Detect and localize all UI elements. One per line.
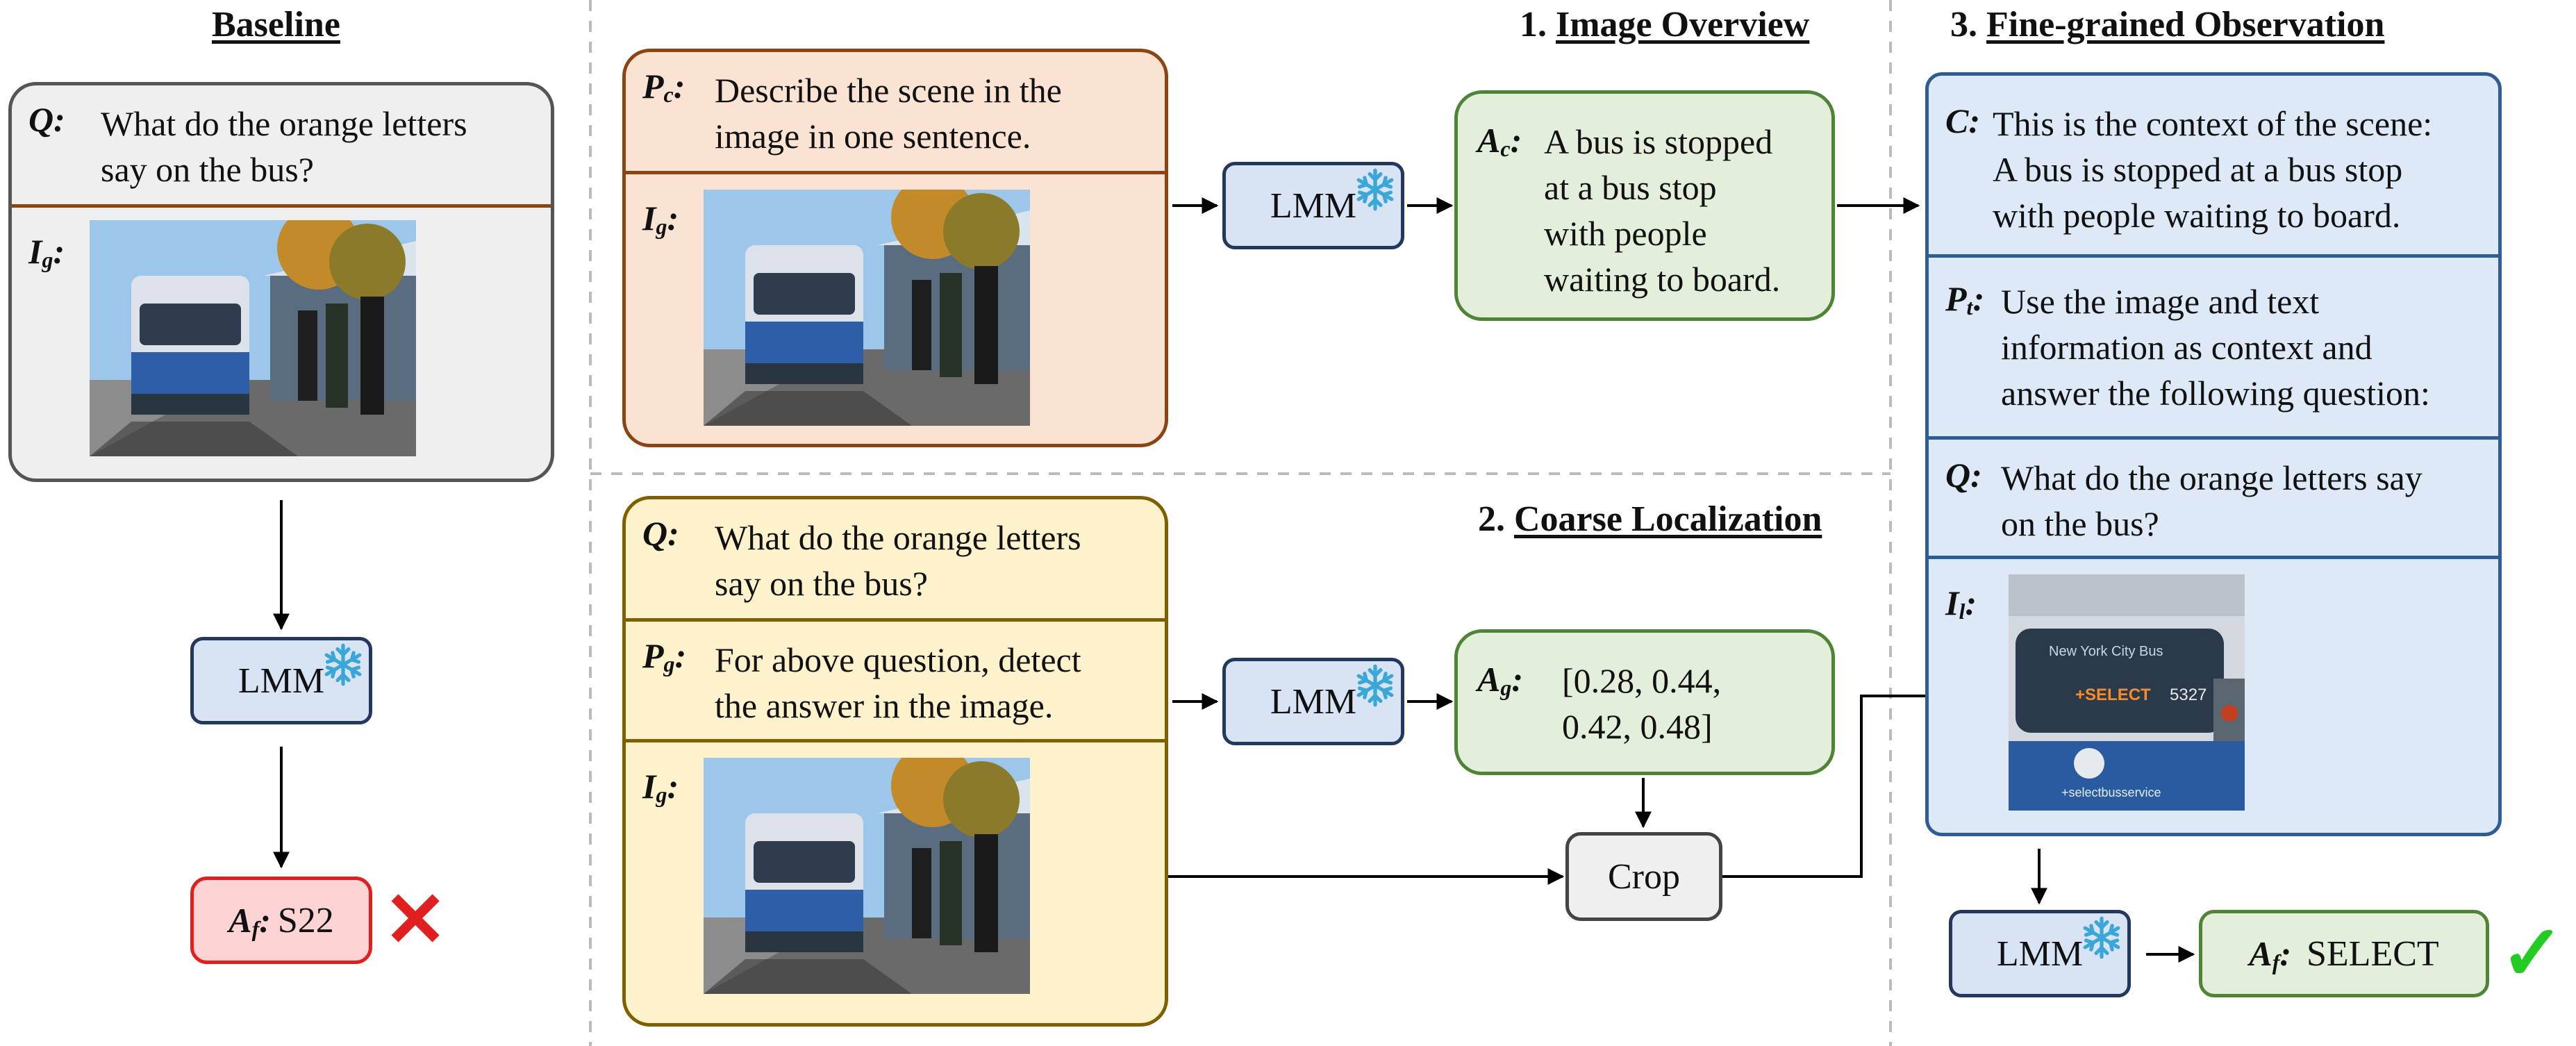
baseline-panel: Q: What do the orange letters say on the… [8,82,554,482]
bus-photo [90,220,416,456]
label-pc: Pc: [642,67,685,107]
title-overview-num: 1. [1520,5,1547,44]
baseline-question-row: Q: What do the orange letters say on the… [12,85,551,208]
bus-slogan-text: +selectbusservice [2061,786,2161,799]
snowflake-icon [324,643,362,686]
title-overview: 1. Image Overview [1520,4,1809,45]
crop-label: Crop [1608,856,1680,897]
baseline-lmm-node: LMM [190,637,372,724]
label-ac: Ac: [1477,121,1522,161]
label-c: C: [1945,101,1981,140]
title-baseline-text: Baseline [212,5,340,44]
fine-context-row: C: This is the context of the scene: A b… [1929,76,2498,258]
overview-lmm-node: LMM [1222,162,1404,249]
fine-prompt-row: Pt: Use the image and text information a… [1929,258,2498,440]
label-q: Q: [1945,456,1982,495]
label-q: Q: [642,514,679,553]
localization-prompt-row: Pg: For above question, detect the answe… [626,622,1165,742]
bus-photo [704,190,1030,426]
fine-lmm-label: LMM [1996,933,2084,974]
bus-sign-text: New York City Bus [2049,644,2163,659]
localization-lmm-node: LMM [1222,658,1404,745]
bus-number-text: 5327 [2170,686,2207,704]
baseline-answer: Af: S22 [190,877,372,964]
final-answer-text: SELECT [2307,933,2439,974]
fine-lmm-node: LMM [1949,910,2131,997]
snowflake-icon [2083,916,2120,959]
final-answer: Af: SELECT [2199,910,2489,997]
localization-answer: [0.28, 0.44, 0.42, 0.48] [1562,661,1722,746]
label-af: Af: [2249,934,2291,974]
title-overview-text: Image Overview [1556,5,1810,44]
fine-panel: C: This is the context of the scene: A b… [1925,72,2502,836]
label-pt: Pt: [1945,279,1985,319]
label-ig: Ig: [28,232,65,272]
title-baseline: Baseline [212,4,340,45]
label-ag: Ag: [1477,660,1524,700]
snowflake-icon [1356,664,1394,707]
localization-question: What do the orange letters say on the bu… [715,518,1081,603]
title-localization-num: 2. [1478,499,1505,539]
bus-photo [704,758,1030,994]
label-ig: Ig: [642,767,679,807]
overview-lmm-label: LMM [1270,185,1357,226]
baseline-answer-text: S22 [277,900,334,940]
label-q: Q: [28,100,65,139]
title-fine-num: 3. [1950,5,1977,44]
localization-lmm-label: LMM [1270,681,1357,722]
localization-prompt: For above question, detect the answer in… [715,640,1081,725]
cross-icon: ✕ [383,878,448,963]
overview-answer-box: Ac: A bus is stopped at a bus stop with … [1454,90,1835,321]
overview-image-row: Ig: [626,174,1165,444]
label-af: Af: [228,901,271,941]
bus-select-text: +SELECT [2075,686,2151,704]
fine-context: This is the context of the scene: A bus … [1993,104,2433,235]
snowflake-icon [1356,168,1394,211]
label-pg: Pg: [642,636,687,676]
title-localization-text: Coarse Localization [1514,499,1822,539]
fine-image-row: Il: New York City Bus +SELECT 5327 +sele… [1929,559,2498,830]
title-fine-text: Fine-grained Observation [1986,5,2385,44]
fine-prompt: Use the image and text information as co… [2001,282,2430,413]
fine-question-row: Q: What do the orange letters say on the… [1929,440,2498,559]
check-icon: ✓ [2500,911,2565,996]
baseline-lmm-label: LMM [238,661,325,701]
crop-node: Crop [1565,832,1722,921]
overview-panel: Pc: Describe the scene in the image in o… [622,49,1168,447]
title-localization: 2. Coarse Localization [1478,499,1822,540]
baseline-image-row: Ig: [12,208,551,479]
title-fine: 3. Fine-grained Observation [1950,4,2384,45]
overview-answer: A bus is stopped at a bus stop with peop… [1544,122,1781,299]
localization-answer-box: Ag: [0.28, 0.44, 0.42, 0.48] [1454,629,1835,775]
baseline-question: What do the orange letters say on the bu… [101,104,467,189]
label-ig: Ig: [642,199,679,239]
overview-prompt: Describe the scene in the image in one s… [715,71,1062,156]
localization-image-row: Ig: [626,742,1165,1023]
localization-panel: Q: What do the orange letters say on the… [622,496,1168,1027]
cropped-bus-photo: New York City Bus +SELECT 5327 +selectbu… [2009,574,2245,811]
label-il: Il: [1945,583,1977,624]
fine-question: What do the orange letters say on the bu… [2001,458,2423,543]
overview-prompt-row: Pc: Describe the scene in the image in o… [626,52,1165,174]
localization-question-row: Q: What do the orange letters say on the… [626,499,1165,622]
